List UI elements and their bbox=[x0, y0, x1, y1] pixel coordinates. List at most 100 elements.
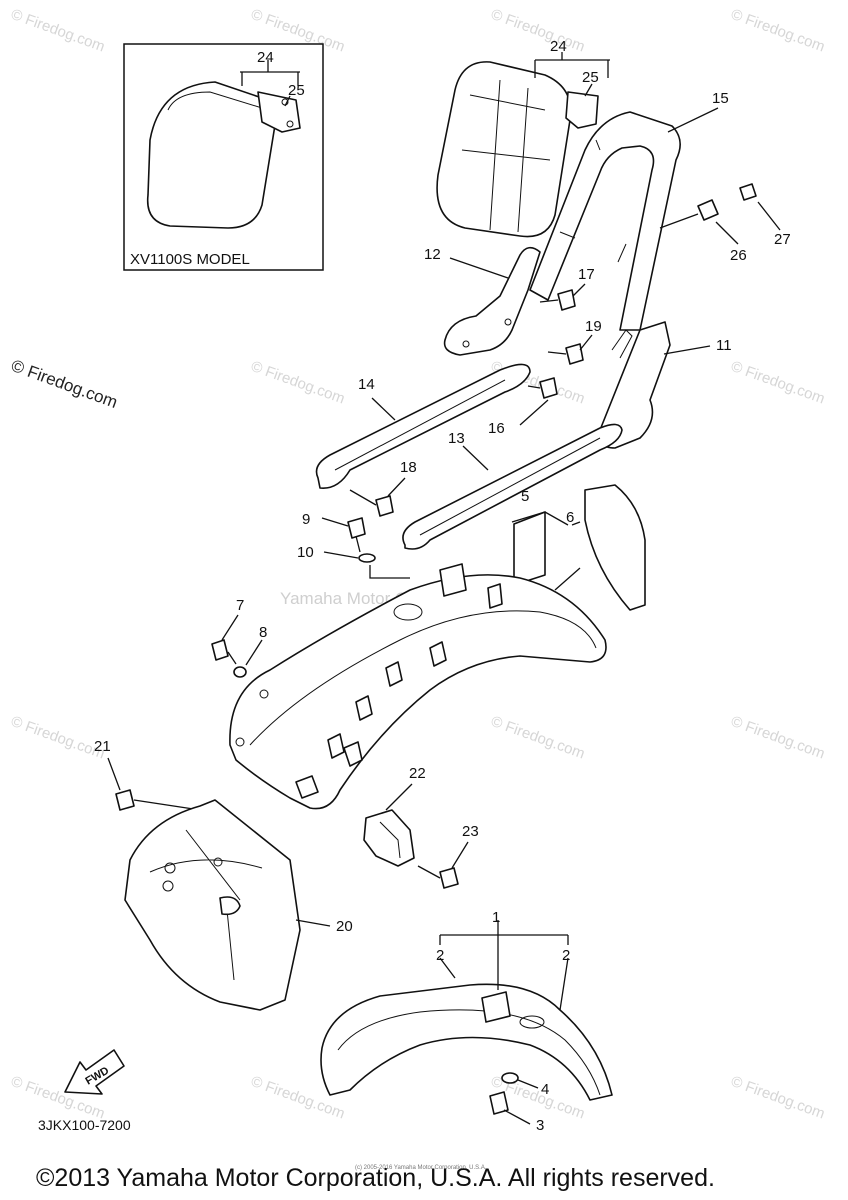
watermark-firedog: © Firedog.com bbox=[489, 6, 587, 56]
copyright-footer: ©2013 Yamaha Motor Corporation, U.S.A. A… bbox=[36, 1164, 715, 1192]
callout-12: 12 bbox=[424, 246, 441, 263]
callout-11: 11 bbox=[716, 337, 732, 354]
fwd-arrow: FWD bbox=[64, 1049, 125, 1095]
sissy-bar: 15 bbox=[529, 90, 729, 331]
callout-6: 6 bbox=[566, 509, 574, 526]
bolt-7-shaft bbox=[221, 614, 239, 665]
fender-hole bbox=[259, 689, 269, 699]
watermark-firedog: © Firedog.com bbox=[9, 6, 107, 56]
watermarks: © Firedog.com © Firedog.com © Firedog.co… bbox=[9, 6, 827, 1123]
bolt-18-shaft bbox=[349, 477, 406, 506]
bolt-17-shaft bbox=[539, 283, 586, 303]
backrest-leaders bbox=[534, 52, 610, 97]
grab-bar-right-inner bbox=[419, 437, 601, 536]
inner-fender-20: 20 bbox=[124, 799, 353, 1011]
bolt-9-shaft bbox=[321, 517, 361, 553]
seat-pad-inset-edge bbox=[167, 91, 263, 111]
callout-5: 5 bbox=[521, 488, 529, 505]
bracket-inset bbox=[257, 91, 301, 133]
bolts-17-19: 17 19 bbox=[539, 266, 602, 365]
callout-25: 25 bbox=[288, 82, 305, 99]
bolt-7-washer-8: 7 8 bbox=[211, 597, 267, 678]
bolt-16-shaft bbox=[519, 385, 549, 426]
grab-bar-left-inner bbox=[334, 379, 506, 471]
leader-4 bbox=[517, 1079, 539, 1089]
callout-24: 24 bbox=[550, 38, 567, 55]
inner-fender bbox=[124, 799, 301, 1011]
bolt-26 bbox=[697, 199, 719, 221]
fender-clip bbox=[343, 741, 363, 767]
fender-hole bbox=[393, 603, 423, 621]
backrest-pad bbox=[436, 61, 572, 238]
watermark-firedog: © Firedog.com bbox=[729, 6, 827, 56]
callout-22: 22 bbox=[409, 765, 426, 782]
inset-xv1100s: 24 25 XV1100S MODEL bbox=[123, 43, 324, 271]
bolt-21: 21 bbox=[94, 738, 201, 811]
callout-27: 27 bbox=[774, 231, 791, 248]
front-fender-body bbox=[320, 983, 613, 1101]
watermark-firedog: © Firedog.com bbox=[729, 1073, 827, 1123]
fender-clip bbox=[385, 661, 403, 687]
seat-pad-inset bbox=[146, 81, 277, 229]
backrest-pad-assembly: 24 25 bbox=[436, 38, 610, 238]
callout-8: 8 bbox=[259, 624, 267, 641]
callout-21: 21 bbox=[94, 738, 111, 755]
bolt-21-shaft bbox=[107, 757, 201, 811]
washer-4 bbox=[501, 1072, 519, 1084]
rear-fender bbox=[229, 563, 607, 810]
bolts-26-27: 26 27 bbox=[659, 183, 791, 264]
bolt-9-head bbox=[347, 517, 366, 539]
callout-3: 3 bbox=[536, 1117, 544, 1134]
bolt-21-head bbox=[115, 789, 135, 811]
bolt-18-head bbox=[375, 495, 394, 517]
bolt-23-head bbox=[439, 867, 459, 889]
watermark-firedog: © Firedog.com bbox=[9, 356, 120, 412]
bolt-7-head bbox=[211, 639, 229, 661]
fender-clip bbox=[295, 775, 319, 799]
bracket-22-bolt-23: 22 23 bbox=[363, 765, 479, 889]
bracket-22 bbox=[363, 809, 415, 867]
leader-22 bbox=[385, 783, 413, 811]
sissy-bar-frame bbox=[529, 111, 681, 331]
leader-26 bbox=[715, 221, 739, 245]
washer-8 bbox=[233, 666, 247, 678]
leader-3 bbox=[503, 1109, 531, 1125]
watermark-firedog: © Firedog.com bbox=[9, 713, 107, 763]
leader-20 bbox=[295, 919, 331, 927]
leader-6 bbox=[571, 521, 581, 526]
callout-25: 25 bbox=[582, 69, 599, 86]
front-fender-slot bbox=[519, 1015, 545, 1029]
inset-frame bbox=[123, 43, 324, 271]
fwd-arrow-icon bbox=[64, 1049, 125, 1095]
inner-fender-hole bbox=[213, 857, 223, 867]
bolt-16-head bbox=[539, 377, 558, 399]
leader-27 bbox=[757, 201, 781, 231]
watermark-firedog: © Firedog.com bbox=[489, 713, 587, 763]
bolt-23-shaft bbox=[417, 841, 469, 879]
callout-20: 20 bbox=[336, 918, 353, 935]
callout-2: 2 bbox=[562, 947, 570, 964]
leader-fender-bracket bbox=[369, 565, 581, 591]
bolt-19 bbox=[565, 343, 584, 365]
callout-4: 4 bbox=[541, 1081, 549, 1098]
side-bracket bbox=[443, 246, 541, 356]
plates-5-6: 5 6 bbox=[369, 484, 646, 611]
watermark-firedog: © Firedog.com bbox=[729, 358, 827, 408]
leader-13 bbox=[462, 445, 489, 471]
leader-15 bbox=[667, 107, 719, 133]
rear-bracket-slot bbox=[611, 329, 633, 359]
callout-7: 7 bbox=[236, 597, 244, 614]
callout-24: 24 bbox=[257, 49, 274, 66]
inner-fender-hole bbox=[162, 880, 174, 892]
front-fender: 1 2 2 4 3 bbox=[320, 909, 613, 1134]
fender-mount bbox=[439, 563, 467, 597]
callout-13: 13 bbox=[448, 430, 465, 447]
sissy-bar-detail bbox=[559, 139, 627, 263]
rear-fender-body bbox=[229, 574, 607, 810]
bolt-9-washer-10: 9 10 bbox=[297, 511, 376, 563]
fender-hole bbox=[235, 737, 245, 747]
leader-14 bbox=[371, 397, 396, 421]
callout-26: 26 bbox=[730, 247, 747, 264]
inset-leaders bbox=[240, 60, 300, 107]
leader-11 bbox=[663, 345, 711, 355]
